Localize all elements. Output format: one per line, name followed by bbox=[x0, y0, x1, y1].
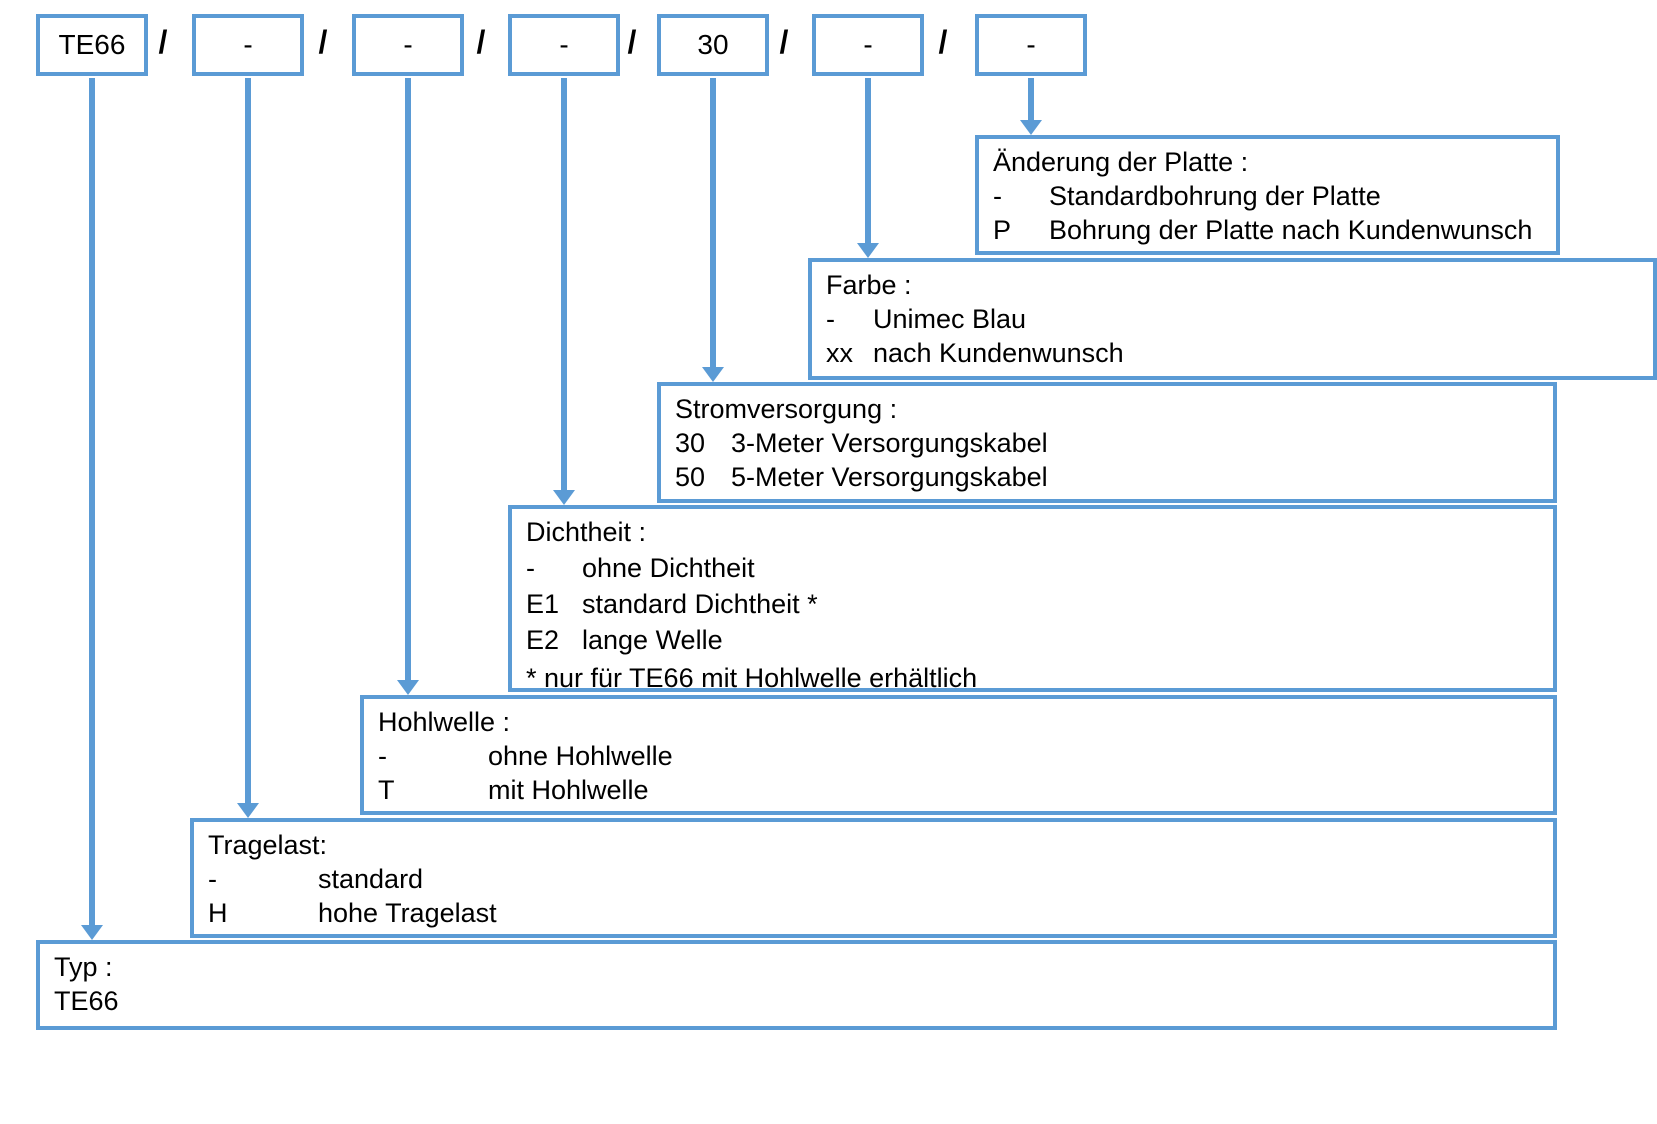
detail-row: H hohe Tragelast bbox=[208, 896, 1539, 930]
row-code: H bbox=[208, 898, 228, 928]
detail-row: T mit Hohlwelle bbox=[378, 773, 1539, 807]
row-code: E1 bbox=[526, 589, 560, 619]
code-box-typ-value: TE66 bbox=[58, 29, 126, 60]
row-text: Bohrung der Platte nach Kundenwunsch bbox=[1049, 215, 1533, 245]
arrow-tragelast bbox=[237, 78, 259, 818]
row-text: Unimec Blau bbox=[873, 304, 1027, 334]
detail-title: Farbe : bbox=[826, 270, 912, 300]
code-box-stromversorgung-value: 30 bbox=[697, 29, 729, 60]
code-box-farbe: - bbox=[812, 14, 924, 76]
code-box-hohlwelle: - bbox=[352, 14, 464, 76]
row-code: 30 bbox=[675, 428, 706, 458]
arrow-down-icon bbox=[81, 925, 103, 940]
arrow-down-icon bbox=[397, 680, 419, 695]
row-code: xx bbox=[826, 338, 853, 368]
code-box-tragelast-value: - bbox=[243, 29, 253, 60]
detail-row: E1 standard Dichtheit * bbox=[526, 587, 1539, 621]
slash-separator: / bbox=[158, 24, 168, 60]
code-box-tragelast: - bbox=[192, 14, 304, 76]
detail-title: Dichtheit : bbox=[526, 517, 647, 547]
code-box-platte-value: - bbox=[1026, 29, 1036, 60]
row-text: TE66 bbox=[54, 986, 119, 1016]
arrow-line bbox=[89, 78, 95, 927]
code-box-dichtheit-value: - bbox=[559, 29, 569, 60]
code-box-stromversorgung: 30 bbox=[657, 14, 769, 76]
row-code: P bbox=[993, 215, 1012, 245]
detail-box-dichtheit: Dichtheit : - ohne Dichtheit E1 standard… bbox=[508, 505, 1557, 693]
row-text: 3-Meter Versorgungskabel bbox=[731, 428, 1048, 458]
slash-separator: / bbox=[318, 24, 328, 60]
arrow-line bbox=[710, 78, 716, 369]
row-code: - bbox=[208, 864, 217, 894]
detail-row: - ohne Dichtheit bbox=[526, 551, 1539, 585]
row-text: mit Hohlwelle bbox=[488, 775, 649, 805]
detail-title: Typ : bbox=[54, 952, 113, 982]
detail-box-hohlwelle: Hohlwelle : - ohne Hohlwelle T mit Hohlw… bbox=[360, 695, 1557, 815]
arrow-down-icon bbox=[237, 803, 259, 818]
detail-row: - standard bbox=[208, 862, 1539, 896]
arrow-line bbox=[245, 78, 251, 805]
detail-row: - ohne Hohlwelle bbox=[378, 739, 1539, 773]
slash-separator: / bbox=[779, 24, 789, 60]
row-code: T bbox=[378, 775, 395, 805]
row-code: E2 bbox=[526, 625, 560, 655]
row-code: - bbox=[993, 181, 1002, 211]
detail-box-platte: Änderung der Platte : - Standardbohrung … bbox=[975, 135, 1560, 255]
row-text: lange Welle bbox=[582, 625, 723, 655]
row-text: standard Dichtheit * bbox=[582, 589, 818, 619]
detail-row: - Standardbohrung der Platte bbox=[993, 179, 1542, 213]
detail-title: Hohlwelle : bbox=[378, 707, 511, 737]
detail-row: xx nach Kundenwunsch bbox=[826, 336, 1639, 370]
arrow-line bbox=[1028, 78, 1034, 122]
arrow-platte bbox=[1020, 78, 1042, 135]
detail-row: 50 5-Meter Versorgungskabel bbox=[675, 460, 1539, 494]
row-text: 5-Meter Versorgungskabel bbox=[731, 462, 1048, 492]
detail-row: - Unimec Blau bbox=[826, 302, 1639, 336]
dichtheit-footnote: * nur für TE66 mit Hohlwelle erhältlich bbox=[526, 663, 978, 693]
slash-separator: / bbox=[476, 24, 486, 60]
code-box-dichtheit: - bbox=[508, 14, 620, 76]
row-text: ohne Dichtheit bbox=[582, 553, 755, 583]
row-code: - bbox=[378, 741, 387, 771]
detail-row: 30 3-Meter Versorgungskabel bbox=[675, 426, 1539, 460]
row-text: Standardbohrung der Platte bbox=[1049, 181, 1381, 211]
arrow-down-icon bbox=[857, 243, 879, 258]
slash-separator: / bbox=[938, 24, 948, 60]
row-text: nach Kundenwunsch bbox=[873, 338, 1124, 368]
detail-row: TE66 bbox=[54, 984, 1539, 1018]
slash-separator: / bbox=[627, 24, 637, 60]
arrow-farbe bbox=[857, 78, 879, 258]
code-box-hohlwelle-value: - bbox=[403, 29, 413, 60]
arrow-line bbox=[561, 78, 567, 492]
code-box-typ: TE66 bbox=[36, 14, 148, 76]
arrow-down-icon bbox=[702, 367, 724, 382]
row-text: standard bbox=[318, 864, 424, 894]
row-code: - bbox=[826, 304, 835, 334]
row-code: 50 bbox=[675, 462, 706, 492]
detail-title: Stromversorgung : bbox=[675, 394, 898, 424]
row-text: ohne Hohlwelle bbox=[488, 741, 673, 771]
code-box-farbe-value: - bbox=[863, 29, 873, 60]
code-box-platte: - bbox=[975, 14, 1087, 76]
row-code: - bbox=[526, 553, 535, 583]
detail-box-stromversorgung: Stromversorgung : 30 3-Meter Versorgungs… bbox=[657, 382, 1557, 503]
detail-title: Änderung der Platte : bbox=[993, 147, 1249, 177]
arrow-hohlwelle bbox=[397, 78, 419, 695]
detail-row: E2 lange Welle bbox=[526, 623, 1539, 657]
detail-box-tragelast: Tragelast: - standard H hohe Tragelast bbox=[190, 818, 1557, 938]
arrow-line bbox=[405, 78, 411, 682]
arrow-down-icon bbox=[1020, 120, 1042, 135]
detail-title: Tragelast: bbox=[208, 830, 328, 860]
arrow-stromversorgung bbox=[702, 78, 724, 382]
arrow-typ bbox=[81, 78, 103, 940]
detail-box-typ: Typ : TE66 bbox=[36, 940, 1557, 1030]
arrow-dichtheit bbox=[553, 78, 575, 505]
arrow-down-icon bbox=[553, 490, 575, 505]
arrow-line bbox=[865, 78, 871, 245]
detail-box-farbe: Farbe : - Unimec Blau xx nach Kundenwuns… bbox=[808, 258, 1657, 380]
row-text: hohe Tragelast bbox=[318, 898, 497, 928]
detail-row: P Bohrung der Platte nach Kundenwunsch bbox=[993, 213, 1542, 247]
